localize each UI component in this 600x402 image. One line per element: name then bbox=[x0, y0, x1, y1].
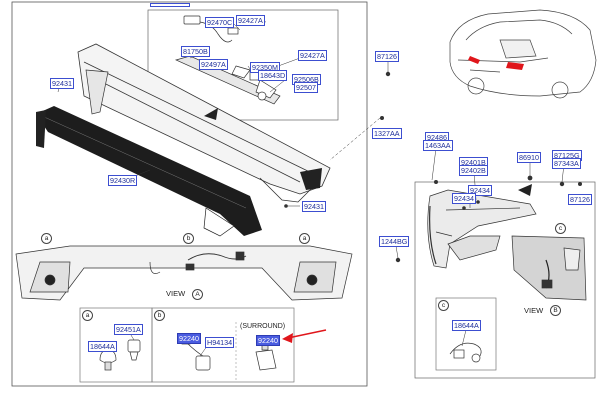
beam-end-bracket bbox=[300, 168, 322, 190]
harness-parts bbox=[174, 15, 281, 105]
detail-parts bbox=[99, 337, 482, 371]
surround-caption: (SURROUND) bbox=[240, 323, 286, 330]
fasteners bbox=[284, 71, 582, 263]
part-label-92470c[interactable]: 92470C bbox=[205, 17, 235, 28]
callout-a-detail: a bbox=[82, 310, 93, 321]
part-label-92427a-top[interactable]: 92427A bbox=[236, 15, 265, 26]
callout-c-lamp: c bbox=[555, 223, 566, 234]
callout-view-a: A bbox=[192, 289, 203, 300]
part-label-18644a-a[interactable]: 18644A bbox=[88, 341, 117, 352]
part-label-1244bg[interactable]: 1244BG bbox=[379, 236, 410, 247]
part-label-87126-right[interactable]: 87126 bbox=[568, 194, 592, 205]
car-lamp-highlight-left bbox=[468, 56, 480, 64]
lower-garnish bbox=[36, 106, 262, 237]
part-label-92240-b[interactable]: 92240 bbox=[177, 333, 201, 344]
highlight-arrow bbox=[282, 329, 327, 343]
part-label-18644a-c[interactable]: 18644A bbox=[452, 320, 481, 331]
part-label-86910[interactable]: 86910 bbox=[517, 152, 541, 163]
part-label-92240-surround[interactable]: 92240 bbox=[256, 335, 280, 346]
part-label-92427a-right[interactable]: 92427A bbox=[298, 50, 327, 61]
callout-a-diagram-right: a bbox=[299, 233, 310, 244]
part-label-87126-top[interactable]: 87126 bbox=[375, 51, 399, 62]
part-label-1327aa[interactable]: 1327AA bbox=[372, 128, 402, 139]
part-label-92434-b[interactable]: 92434 bbox=[452, 193, 476, 204]
lamp-view-b bbox=[511, 235, 587, 301]
callout-a-diagram: a bbox=[41, 233, 52, 244]
part-label-81750b[interactable]: 81750B bbox=[181, 46, 210, 57]
bumper-assembly-view-a bbox=[15, 245, 353, 301]
part-label-92497a[interactable]: 92497A bbox=[199, 59, 228, 70]
car-lamp-highlight bbox=[506, 62, 524, 70]
rear-combination-lamp bbox=[427, 189, 537, 269]
view-arrow-a bbox=[204, 108, 218, 120]
bumper-beam bbox=[77, 43, 331, 203]
callout-view-b: B bbox=[550, 305, 561, 316]
part-label-92431-left[interactable]: 92431 bbox=[50, 78, 74, 89]
part-label-92434-a[interactable]: 92434 bbox=[468, 185, 492, 196]
car-illustration bbox=[449, 9, 597, 99]
part-label-87343a[interactable]: 87343A bbox=[552, 158, 581, 169]
view-arrow-b bbox=[518, 184, 532, 196]
part-label-92451a[interactable]: 92451A bbox=[114, 324, 143, 335]
part-label-h94134[interactable]: H94134 bbox=[205, 337, 235, 348]
rear-lamp-frame bbox=[414, 181, 596, 379]
part-label-92507[interactable]: 92507 bbox=[294, 82, 318, 93]
part-label-92431-bottom[interactable]: 92431 bbox=[302, 201, 326, 212]
part-label-top-clipped[interactable] bbox=[150, 3, 190, 7]
callout-c-detail: c bbox=[438, 300, 449, 311]
view-a-caption: VIEW bbox=[166, 289, 186, 298]
beam-left-bracket bbox=[85, 69, 109, 115]
part-label-18643d[interactable]: 18643D bbox=[258, 70, 288, 81]
callout-b-detail: b bbox=[154, 310, 165, 321]
harness-detail-frame bbox=[147, 9, 339, 121]
callout-b-diagram: b bbox=[183, 233, 194, 244]
view-b-caption: VIEW bbox=[524, 306, 544, 315]
part-label-92402b[interactable]: 92402B bbox=[459, 165, 488, 176]
detail-c-frame bbox=[435, 297, 497, 371]
main-frame bbox=[11, 1, 368, 387]
part-label-1463aa[interactable]: 1463AA bbox=[423, 140, 453, 151]
detail-b-frame bbox=[151, 307, 295, 383]
part-label-92430r[interactable]: 92430R bbox=[108, 175, 138, 186]
